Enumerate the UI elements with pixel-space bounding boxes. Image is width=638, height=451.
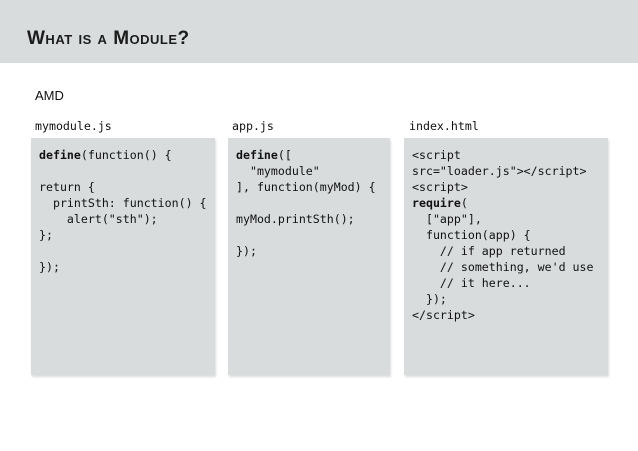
page-title: What is a Module? — [27, 28, 190, 49]
section-label-amd: AMD — [35, 88, 64, 103]
code-block-app: define([ "mymodule"], function(myMod) { … — [228, 138, 390, 375]
code-filename-app: app.js — [232, 119, 274, 133]
code-filename-mymodule: mymodule.js — [35, 119, 112, 133]
slide-header-band — [0, 0, 638, 63]
code-filename-index: index.html — [409, 119, 479, 133]
code-block-mymodule: define(function() { return { printSth: f… — [31, 138, 215, 375]
